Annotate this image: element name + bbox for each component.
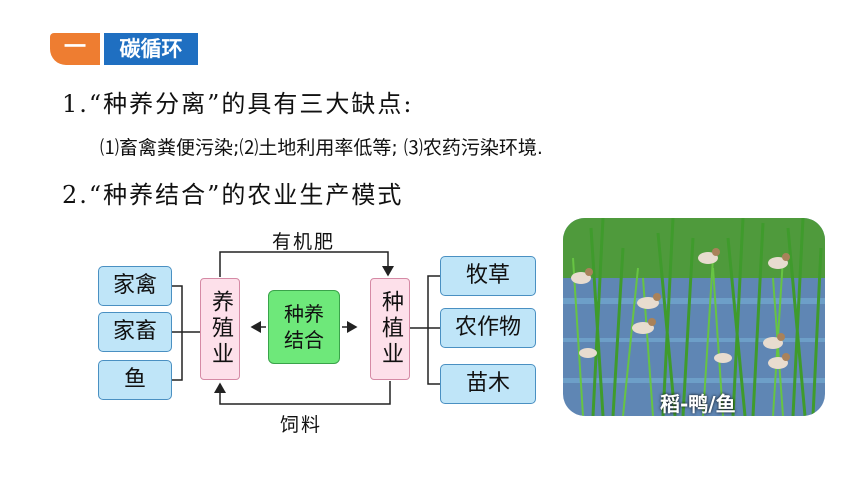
right-item-seedlings: 苗木 (440, 364, 536, 404)
right-item-forage: 牧草 (440, 256, 536, 296)
rice-field-illustration (563, 218, 825, 416)
bottom-flow-label: 饲料 (280, 414, 323, 436)
left-item-fish: 鱼 (98, 360, 172, 400)
section-title: 碳循环 (104, 33, 198, 65)
planting-box: 种植业 (370, 278, 410, 380)
integration-label: 种养结合 (284, 302, 324, 352)
left-item-livestock: 家畜 (98, 312, 172, 352)
breeding-box: 养殖业 (200, 278, 240, 380)
rice-duck-photo (563, 218, 825, 416)
top-flow-label: 有机肥 (272, 231, 336, 253)
point-2-text: 2.“种养结合”的农业生产模式 (62, 181, 404, 209)
point-1-details: ⑴畜禽粪便污染;⑵土地利用率低等; ⑶农药污染环境. (100, 137, 543, 159)
point-1-text: 1.“种养分离”的具有三大缺点: (62, 90, 414, 118)
section-number-badge: 一 (50, 33, 100, 65)
photo-caption: 稻-鸭/鱼 (660, 392, 736, 416)
left-item-poultry: 家禽 (98, 266, 172, 306)
right-item-crops: 农作物 (440, 308, 536, 348)
integration-box: 种养结合 (268, 290, 340, 364)
